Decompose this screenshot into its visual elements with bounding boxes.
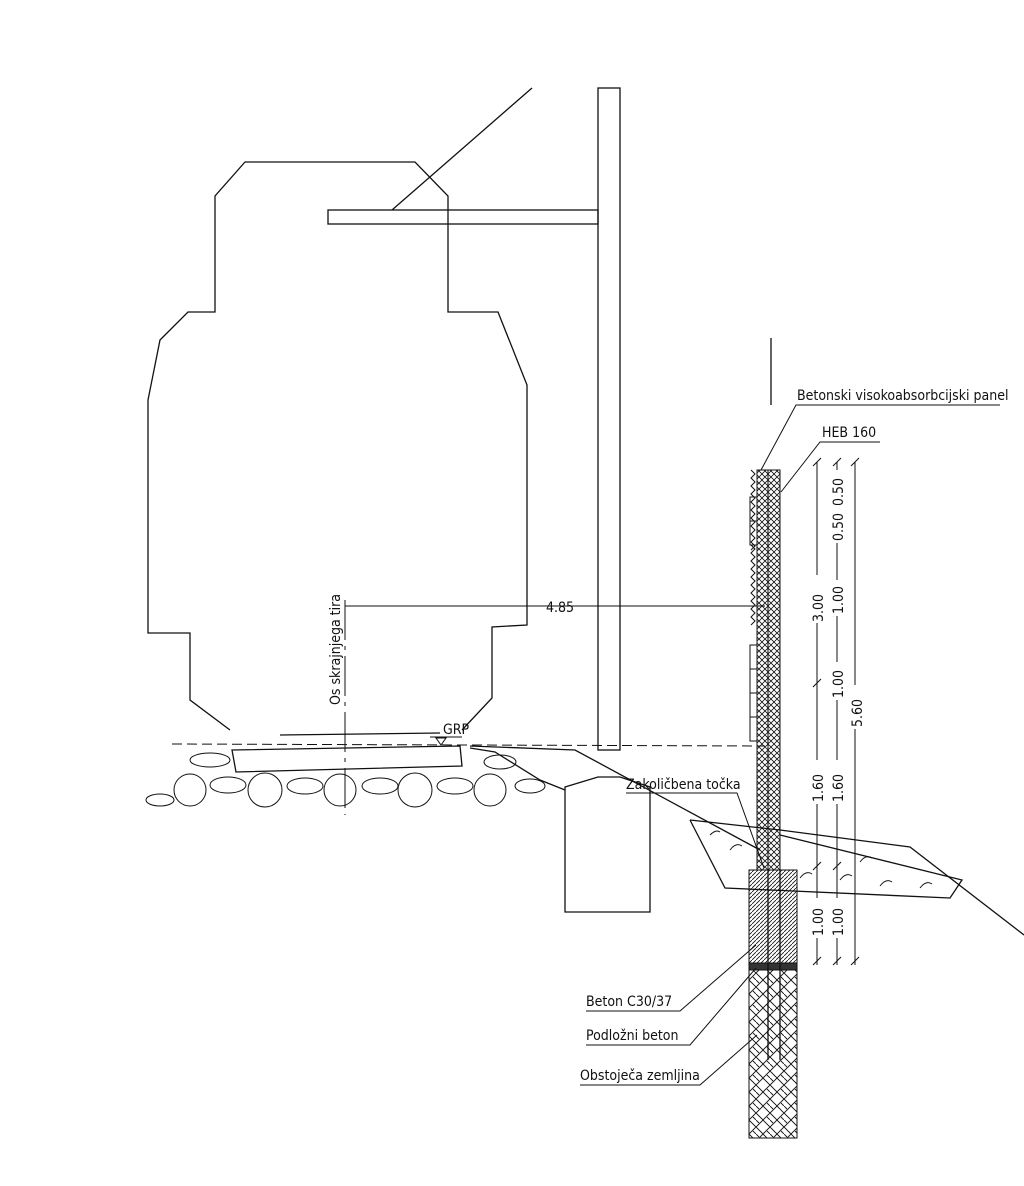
track-bed <box>145 600 766 851</box>
annotations: Betonski visokoabsorbcijski panel HEB 16… <box>328 388 1008 1086</box>
label-fixed-point: Zakoličbena točka <box>626 777 741 793</box>
dim-1-60-b: 1.60 <box>831 774 847 802</box>
dim-1-60: 1.60 <box>811 774 827 802</box>
catenary-mast <box>327 87 651 913</box>
noise-barrier-wall <box>748 338 798 1139</box>
dim-5-60: 5.60 <box>850 699 866 727</box>
embankment <box>689 819 1024 936</box>
dimension-distance: 4.85 <box>546 600 574 616</box>
label-soil: Obstoječa zemljina <box>580 1068 700 1084</box>
dim-1-00: 1.00 <box>811 908 827 936</box>
label-panel: Betonski visokoabsorbcijski panel <box>797 388 1008 404</box>
vehicle-gauge-outline <box>147 161 528 731</box>
dim-1-00-b: 1.00 <box>831 670 847 698</box>
dim-1-00-c: 1.00 <box>831 908 847 936</box>
label-track-axis: Os skrajnjega tira <box>328 594 344 705</box>
dim-1-00-a: 1.00 <box>831 586 847 614</box>
vertical-dimensions: 3.00 1.60 1.00 0.50 0.50 1.00 1.00 1.60 … <box>810 457 866 966</box>
label-grp: GRP <box>443 722 470 738</box>
dim-0-50: 0.50 <box>831 513 847 541</box>
label-heb: HEB 160 <box>822 425 876 441</box>
dim-3-00: 3.00 <box>811 594 827 622</box>
dimension-4-85: 4.85 <box>345 600 765 616</box>
dim-0-50-top: 0.50 <box>831 478 847 506</box>
label-base-concrete: Podložni beton <box>586 1028 678 1044</box>
label-concrete: Beton C30/37 <box>586 994 672 1010</box>
